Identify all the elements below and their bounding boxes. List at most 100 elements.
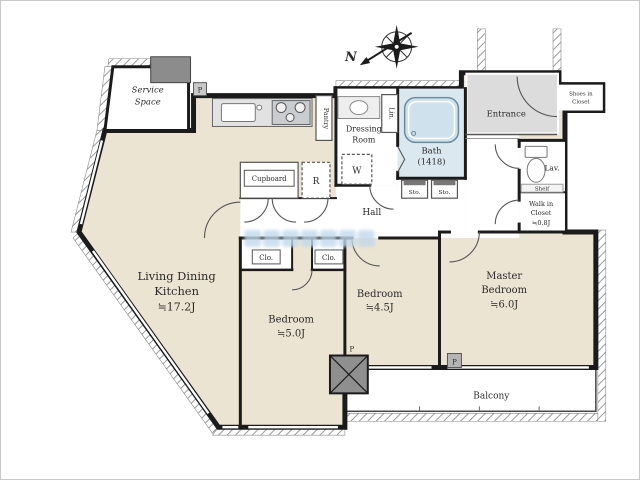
hatch-band (552, 28, 562, 72)
stove-burner (294, 102, 306, 114)
lavatory-fixtures (524, 145, 548, 183)
label-pipe-3: P (452, 358, 457, 366)
bath-fixtures (403, 96, 460, 144)
pantry-box (315, 95, 333, 142)
door-fold-bath (397, 146, 406, 173)
storage-door-right (433, 180, 456, 186)
label-service-2: Space (135, 97, 161, 107)
closet-right-label-box (314, 249, 344, 265)
label-bedroom45-1: Bedroom (357, 289, 403, 300)
corridor-floor (465, 134, 520, 239)
balcony-floor (344, 366, 597, 413)
label-pantry: Pantry (322, 108, 330, 130)
label-linen: Lin. (388, 107, 396, 120)
stove-burner (285, 113, 295, 122)
label-shoes-2: Closet (572, 100, 590, 106)
label-closet-right: Clo. (322, 254, 336, 262)
label-shoes-1: Shoes in (569, 92, 593, 98)
label-wic-1: Walk in (529, 200, 553, 208)
label-lavatory: Lav. (544, 163, 559, 172)
watermark-glyph (301, 230, 319, 247)
label-master-2: Bedroom (481, 285, 527, 296)
label-wic-2: Closet (531, 209, 552, 217)
pipe-box-kitchen (193, 82, 207, 97)
door-arc-cupboard-l (244, 198, 269, 223)
label-master-1: Master (486, 271, 522, 282)
pipe-spaces (193, 82, 462, 395)
watermark-glyph (320, 230, 337, 247)
door-arc-master (449, 232, 480, 263)
bathtub (403, 96, 460, 144)
label-storage-right: Sto. (439, 189, 451, 196)
window (79, 140, 104, 225)
compass: N (344, 24, 419, 69)
label-ldk-2: Kitchen (154, 284, 199, 298)
linen-box (381, 94, 399, 134)
door-arc-lavatory (494, 144, 520, 169)
pipe-shaft-diagonal (329, 355, 369, 394)
kitchen-faucet (256, 104, 263, 111)
refrigerator-box (301, 161, 331, 199)
label-bedroom5-1: Bedroom (268, 315, 314, 326)
label-dressing-2: Room (352, 135, 376, 144)
watermark-glyph (263, 230, 281, 247)
watermark-glyph (282, 230, 300, 247)
label-refrigerator: R (313, 177, 320, 187)
label-ldk-1: Living Dining (137, 269, 215, 283)
label-hall: Hall (362, 208, 381, 218)
cupboard-label-box (243, 169, 295, 187)
kitchen-sink (220, 103, 256, 122)
label-entrance: Entrance (487, 109, 526, 119)
label-service-1: Service (132, 85, 164, 95)
genkan-tile (467, 74, 558, 133)
entrance-details (465, 133, 558, 139)
shoes-closet-floor (559, 84, 603, 111)
north-arrow-line (363, 32, 413, 64)
label-shelf: Shelf (535, 187, 550, 193)
door-arc-refrigerator (304, 198, 329, 223)
labels: Service Space Living Dining Kitchen ≒17.… (132, 85, 593, 402)
storage-door-left (403, 180, 426, 186)
label-closet-left: Clo. (259, 254, 273, 262)
closet-left-label-box (251, 249, 281, 265)
label-dressing-1: Dressing (346, 124, 382, 133)
label-master-area: ≒6.0J (490, 300, 518, 311)
label-wic-area: ≒0.8J (532, 219, 551, 227)
dressing-fixtures (337, 96, 381, 185)
label-storage-left: Sto. (409, 189, 421, 196)
compass-hub (393, 43, 400, 50)
door-arc-dressing (369, 185, 394, 210)
vanity-basin (349, 100, 369, 116)
hatch-band (597, 229, 607, 422)
north-arrow-head (359, 56, 371, 66)
label-ldk-area: ≒17.2J (158, 301, 196, 314)
label-bath-size: (1418) (417, 156, 445, 166)
watermark-glyph (357, 230, 375, 247)
label-pipe-1: P (198, 87, 203, 95)
stove-burner (275, 102, 287, 114)
label-cupboard: Cupboard (252, 175, 287, 183)
shelf-box (520, 183, 564, 193)
hall-floor2 (335, 185, 398, 239)
label-balcony: Balcony (473, 391, 510, 401)
balcony (344, 366, 597, 413)
label-bedroom5-area: ≒5.0J (277, 329, 305, 340)
hatch-band (477, 28, 486, 73)
door-arc-bedroom1 (292, 269, 313, 291)
hatch-band (337, 412, 600, 422)
washer-box (341, 153, 373, 185)
door-arc-cupboard-r (271, 198, 297, 223)
bathtub-inner (407, 100, 456, 140)
label-bath-1: Bath (421, 145, 442, 155)
toilet-tank (524, 145, 548, 158)
label-bedroom45-area: ≒4.5J (366, 303, 394, 314)
watermark (244, 230, 375, 247)
pipe-box-master (446, 353, 462, 368)
label-pipe-2: P (350, 346, 355, 354)
watermark-glyph (338, 230, 356, 247)
kitchen (211, 95, 333, 142)
window (91, 250, 210, 414)
service-space (103, 56, 192, 132)
